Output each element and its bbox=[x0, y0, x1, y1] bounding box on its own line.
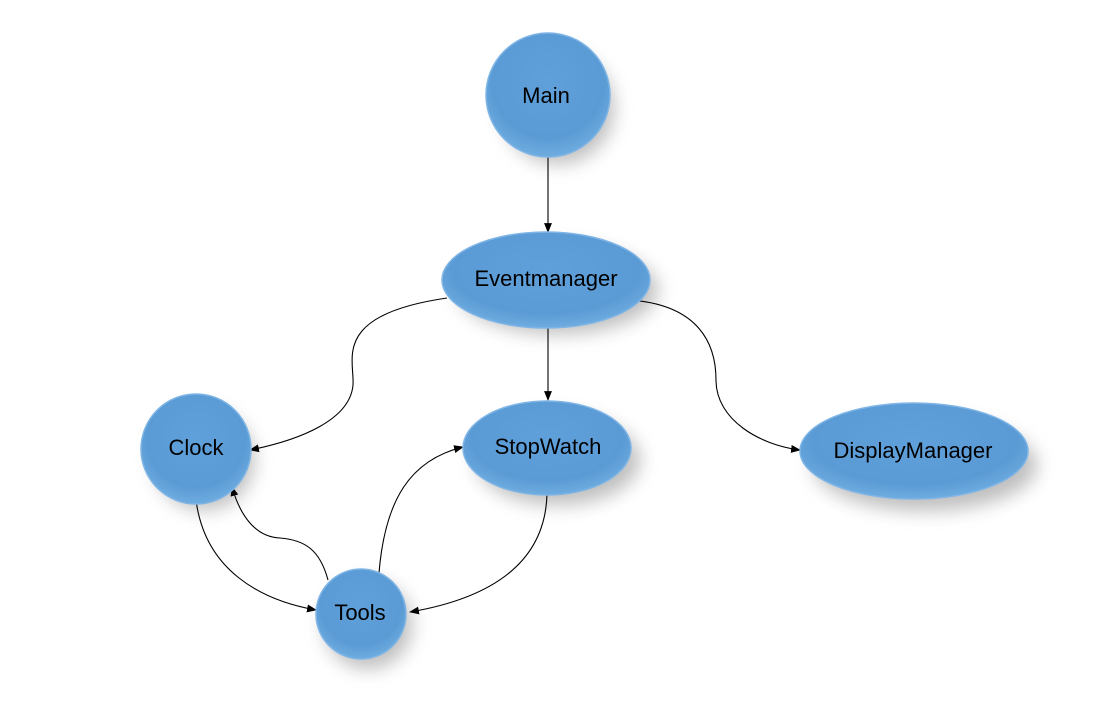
node-main[interactable]: Main bbox=[485, 32, 611, 158]
node-tools[interactable]: Tools bbox=[315, 568, 407, 660]
node-tools-label: Tools bbox=[334, 600, 385, 625]
node-main-label: Main bbox=[522, 83, 570, 108]
node-eventmanager[interactable]: Eventmanager bbox=[441, 231, 651, 329]
edge-stopwatch-to-tools bbox=[409, 493, 548, 615]
node-stopwatch[interactable]: StopWatch bbox=[462, 400, 632, 496]
edge-tools-to-clock bbox=[230, 486, 329, 581]
edge-tools-to-stopwatch bbox=[378, 445, 464, 574]
node-clock[interactable]: Clock bbox=[140, 393, 252, 505]
node-stopwatch-label: StopWatch bbox=[495, 434, 602, 459]
edges bbox=[195, 157, 801, 615]
node-shadows bbox=[154, 52, 1037, 669]
node-displaymanager[interactable]: DisplayManager bbox=[799, 402, 1029, 500]
node-clock-label: Clock bbox=[168, 435, 224, 460]
edge-eventmanager-to-displaymanager bbox=[629, 299, 801, 453]
edge-clock-to-tools bbox=[195, 499, 317, 613]
node-eventmanager-label: Eventmanager bbox=[474, 266, 617, 291]
node-displaymanager-label: DisplayManager bbox=[834, 438, 993, 463]
edge-eventmanager-to-clock bbox=[249, 297, 448, 453]
